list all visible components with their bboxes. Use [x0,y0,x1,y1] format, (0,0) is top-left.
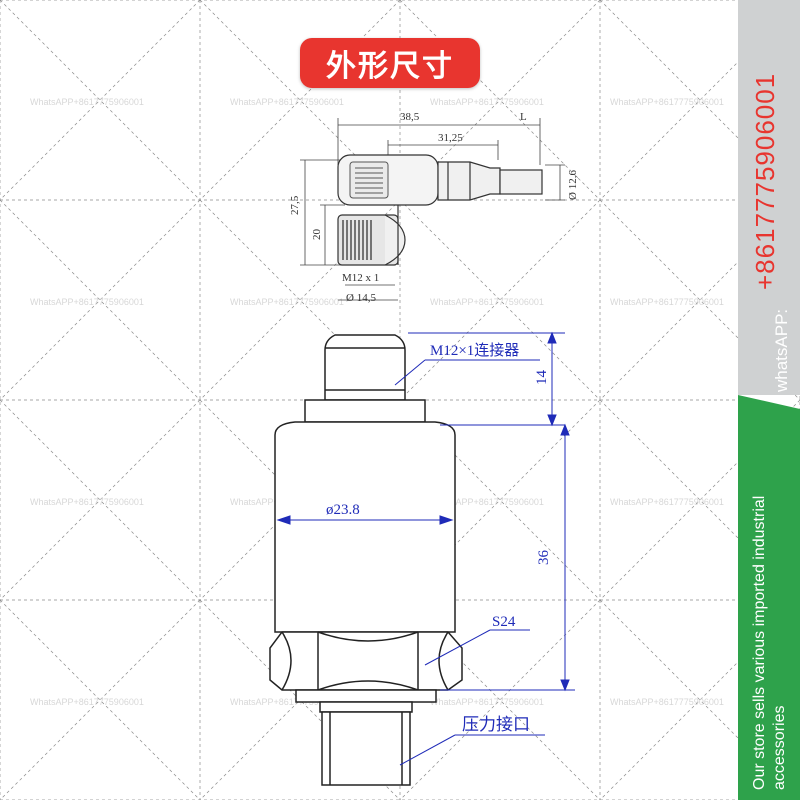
phone-number: +8617775906001 [750,72,780,290]
leader-hex [424,629,491,666]
grid-diagonal [0,399,201,601]
watermark-text: WhatsAPP+8617775906001 [430,497,544,507]
watermark-text: WhatsAPP+8617775906001 [610,697,724,707]
watermark-text: WhatsAPP+8617775906001 [610,297,724,307]
watermark-text: WhatsAPP+8617775906001 [230,697,344,707]
phone-label: whatsAPP: [772,308,791,392]
dim-cable-gland: 31,25 [438,132,463,144]
watermark-text: WhatsAPP+8617775906001 [30,497,144,507]
title-badge: 外形尺寸 [300,38,480,88]
dim-body-height: 36 [536,550,552,566]
watermark-text: WhatsAPP+8617775906001 [430,97,544,107]
connector-dimension-texts: 38,5 L 31,25 27,5 20 Ø 12,6 M12 x 1 Ø 14… [289,111,579,304]
grid-diagonal [0,599,201,800]
watermark-text: WhatsAPP+8617775906001 [30,697,144,707]
side-ad-panel [738,0,800,800]
leader-connector [394,359,426,386]
dim-thread-height: 20 [311,229,323,241]
dim-nut-dia: Ø 14,5 [346,292,376,304]
watermark-text: WhatsAPP+8617775906001 [230,97,344,107]
grid-diagonal [199,0,401,201]
port-label: 压力接口 [462,715,530,734]
grid-diagonal [0,399,201,601]
watermark-text: WhatsAPP+8617775906001 [230,297,344,307]
dim-height: 27,5 [289,195,301,215]
sensor-port-neck [319,701,413,713]
technical-drawing: 38,5 L 31,25 27,5 20 Ø 12,6 M12 x 1 Ø 14… [269,111,579,786]
cable-gland [437,161,501,201]
watermark-text: WhatsAPP+8617775906001 [30,297,144,307]
side-panel-gray [738,0,800,395]
dim-L: L [520,111,527,123]
slogan-line-1: Our store sells various imported industr… [751,495,768,790]
cable-stub [499,169,543,195]
grid-diagonal [0,599,201,800]
grid-diagonal [0,199,201,401]
sensor-step [304,399,426,423]
grid-diagonal [0,0,201,201]
grid-diagonal [399,599,601,800]
sensor-dimension-lines [276,331,575,766]
sensor-dimension-texts: M12×1连接器 14 ø23.8 36 S24 压力接口 [326,342,552,734]
grid-diagonal [599,199,800,401]
grid-diagonal [599,0,800,201]
grid-diagonal [599,599,800,800]
sensor-collar [295,689,437,703]
grid-diagonal [199,199,401,401]
sensor-pressure-port [321,711,411,786]
hex-label: S24 [492,614,516,630]
grid-diagonal [599,399,800,601]
watermark-text: WhatsAPP+8617775906001 [430,697,544,707]
dim-connector-height: 14 [534,370,550,386]
slogan-line-2: accessories [771,705,788,790]
side-panel-green [738,395,800,800]
watermark-text: WhatsAPP+8617775906001 [30,97,144,107]
sensor-drawing [269,334,463,786]
dim-cable-dia: Ø 12,6 [567,170,579,200]
grid-diagonal [199,599,401,800]
dim-total-length: 38,5 [400,111,420,123]
grid-diagonal [399,199,601,401]
grid-diagonal [0,0,201,201]
leader-port [399,734,456,766]
grid-diagonal [0,199,201,401]
watermark-text: WhatsAPP+8617775906001 [610,497,724,507]
thread-label: M12 x 1 [342,272,379,284]
connector-label: M12×1连接器 [430,342,519,359]
connector-drawing [300,118,565,301]
grid-diagonal [399,399,601,601]
watermark-text: WhatsAPP+8617775906001 [430,297,544,307]
grid-diagonal [399,0,601,201]
watermark-text: WhatsAPP+8617775906001 [610,97,724,107]
connector-knurl [349,161,389,199]
sensor-body [274,421,456,633]
grid-diagonal [399,599,601,800]
grid-diagonal [399,199,601,401]
dim-body-dia: ø23.8 [326,502,360,518]
grid-diagonal [199,399,401,601]
